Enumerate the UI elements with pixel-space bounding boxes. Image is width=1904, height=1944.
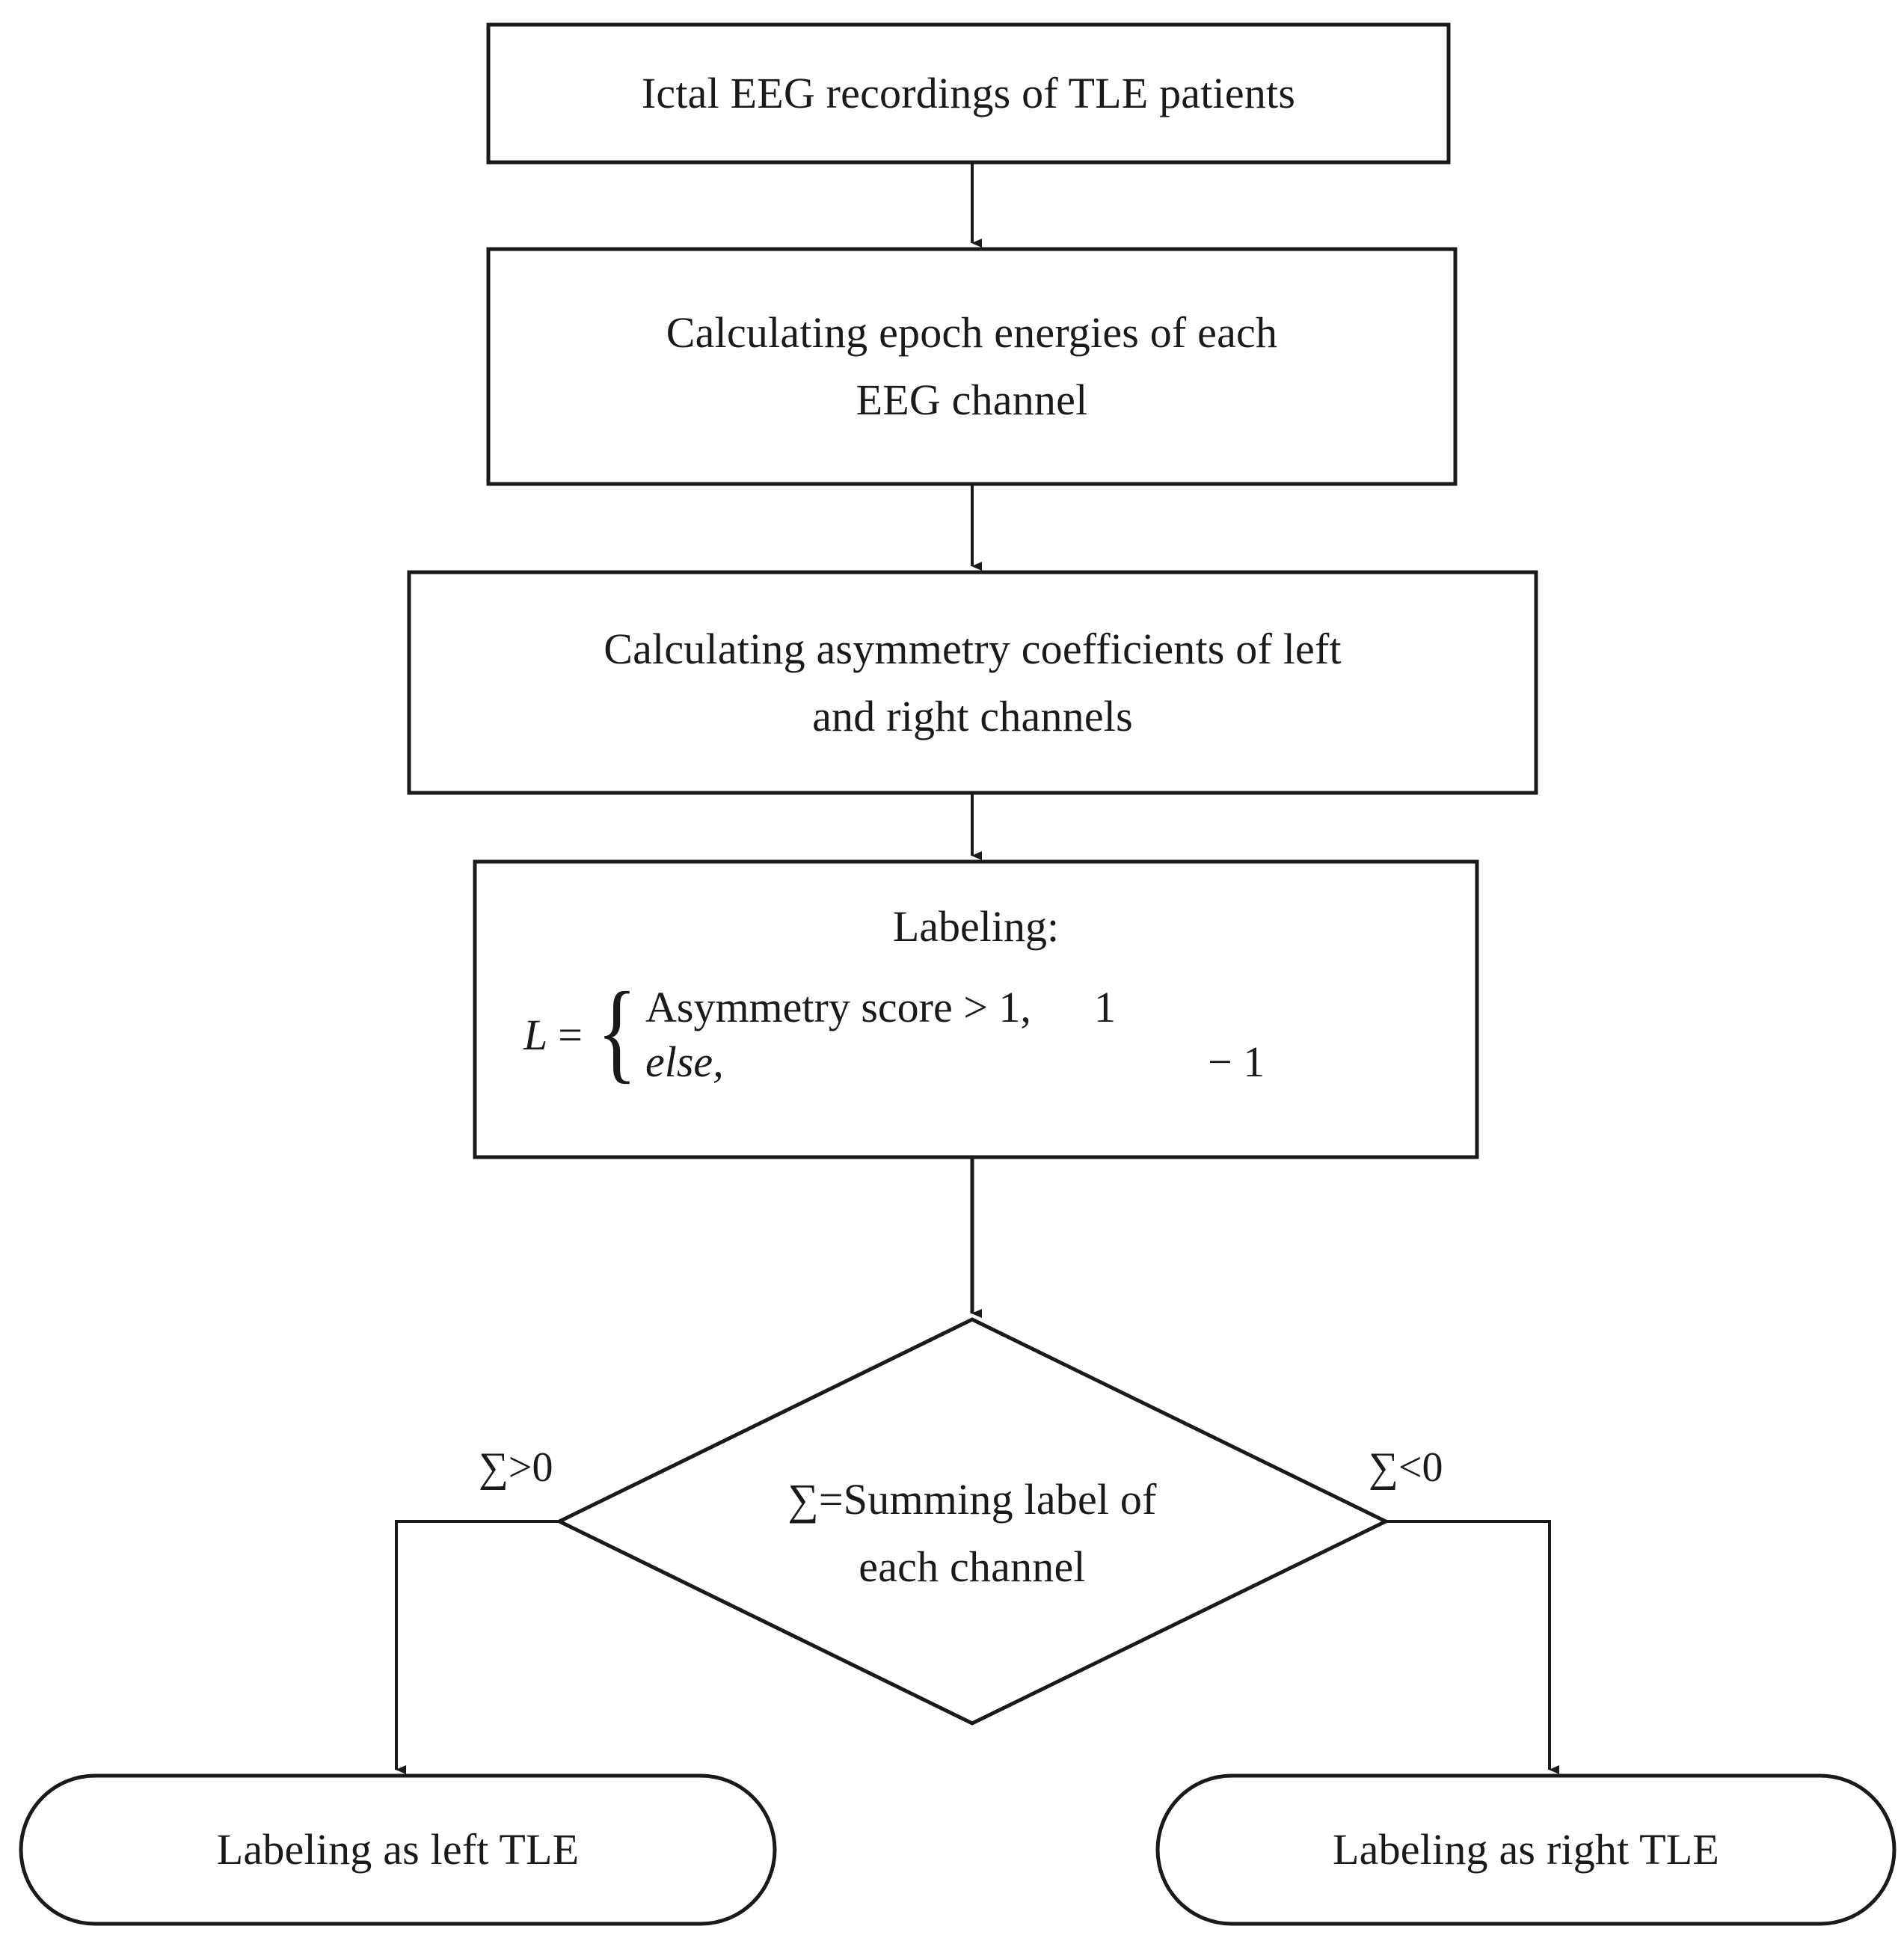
node-decision-label: ∑=Summing label of each channel <box>643 1444 1301 1623</box>
node-epoch-energy-label: Calculating epoch energies of each EEG c… <box>488 249 1455 484</box>
formula-lhs: L <box>523 1010 548 1059</box>
node-asymmetry-line2: and right channels <box>812 691 1133 741</box>
node-labeling-formula: L = { Asymmetry score > 1, 1 else, − 1 <box>523 969 1428 1094</box>
node-input-label: Ictal EEG recordings of TLE patients <box>488 25 1449 162</box>
node-asymmetry-label: Calculating asymmetry coefficients of le… <box>409 572 1536 793</box>
formula-case-2-condition: else, <box>645 1037 724 1087</box>
formula-cases: Asymmetry score > 1, 1 else, − 1 <box>644 980 1320 1089</box>
edge-label-left-branch: ∑>0 <box>479 1444 553 1491</box>
node-input-text: Ictal EEG recordings of TLE patients <box>641 69 1296 118</box>
node-labeling-title: Labeling: <box>892 902 1060 951</box>
node-result-left-text: Labeling as left TLE <box>216 1825 580 1874</box>
node-asymmetry-line1: Calculating asymmetry coefficients of le… <box>604 624 1342 673</box>
node-epoch-energy-line1: Calculating epoch energies of each <box>666 308 1278 358</box>
formula-brace: { <box>596 969 637 1094</box>
formula-case-2: else, − 1 <box>645 1034 1320 1089</box>
formula-case-2-value: − 1 <box>1207 1037 1265 1087</box>
edge-label-right-branch: ∑<0 <box>1369 1444 1443 1491</box>
formula-case-1: Asymmetry score > 1, 1 <box>645 980 1320 1034</box>
node-result-right-label: Labeling as right TLE <box>1158 1776 1894 1924</box>
node-result-right-text: Labeling as right TLE <box>1333 1825 1719 1874</box>
node-decision-line1: ∑=Summing label of <box>787 1475 1157 1524</box>
connector-decision-to-result-left <box>395 1520 559 1774</box>
node-epoch-energy-line2: EEG channel <box>856 375 1088 424</box>
formula-case-1-value: 1 <box>1093 983 1116 1031</box>
formula-equals: = <box>558 1010 583 1059</box>
node-result-left-label: Labeling as left TLE <box>21 1776 775 1924</box>
formula-case-1-condition: Asymmetry score > 1, <box>645 983 1031 1031</box>
connector-decision-to-result-right <box>1386 1520 1559 1774</box>
node-decision-line2: each channel <box>859 1542 1086 1591</box>
